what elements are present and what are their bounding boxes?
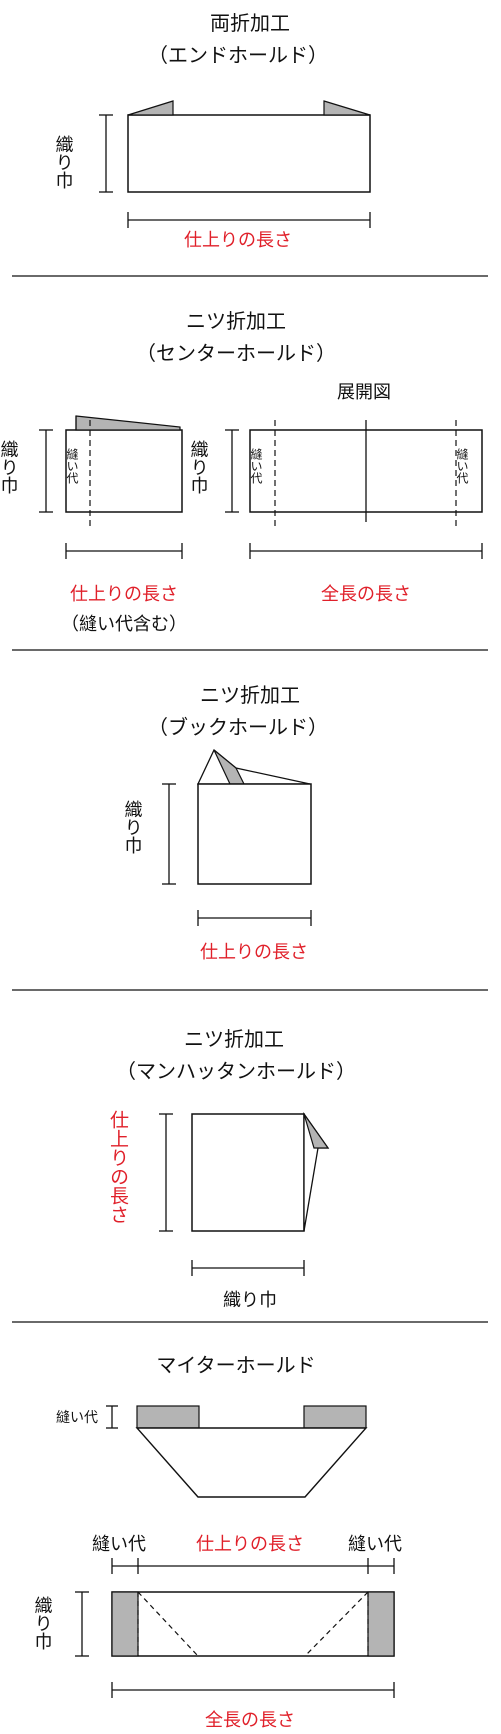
manhattan-panel bbox=[191, 1113, 305, 1232]
section-end-fold: 両折加工 （エンドホールド） 織り巾 仕上りの長さ bbox=[53, 11, 371, 251]
width-dimension bbox=[39, 429, 53, 513]
right-seam-label: 縫い代 bbox=[348, 1534, 402, 1555]
width-label: 織り巾 bbox=[122, 800, 143, 854]
miter-panel bbox=[111, 1591, 395, 1657]
total-length-dimension bbox=[249, 543, 483, 559]
seam-allowance-label: 縫い代 bbox=[65, 447, 79, 485]
length-dimension bbox=[127, 212, 371, 228]
finished-length-note: （縫い代含む） bbox=[61, 614, 187, 635]
book-panel bbox=[197, 783, 312, 885]
length-dimension bbox=[197, 910, 312, 926]
right-seam-strip bbox=[367, 1591, 395, 1657]
section-book-fold: ニツ折加工 （ブックホールド） 織り巾 仕上りの長さ bbox=[122, 683, 329, 963]
fabric-panel bbox=[127, 114, 371, 193]
left-fold-flap bbox=[127, 100, 174, 116]
finished-length-label: 仕上りの長さ bbox=[107, 1110, 129, 1224]
width-label: 織り巾 bbox=[223, 1290, 277, 1311]
right-miter-line bbox=[304, 1591, 369, 1657]
seam-allowance-label: 縫い代 bbox=[56, 1410, 98, 1426]
expanded-width-label: 織り巾 bbox=[188, 440, 209, 494]
section-subtitle: （センターホールド） bbox=[136, 341, 336, 365]
width-label: 織り巾 bbox=[0, 440, 19, 494]
finished-length-label: 仕上りの長さ bbox=[70, 584, 178, 605]
total-length-label: 全長の長さ bbox=[321, 584, 411, 605]
left-seam-strip bbox=[111, 1591, 139, 1657]
miter-trapezoid bbox=[135, 1427, 368, 1498]
section-miter-fold: マイターホールド 縫い代 縫い代 仕上りの長さ 縫い代 bbox=[32, 1353, 403, 1731]
seam-dimension bbox=[106, 1405, 118, 1429]
section-title: ニツ折加工 bbox=[184, 1027, 284, 1051]
folded-panel bbox=[65, 429, 183, 513]
left-seam-label: 縫い代 bbox=[249, 447, 263, 485]
section-title: マイターホールド bbox=[156, 1353, 315, 1377]
section-title: 両折加工 bbox=[210, 11, 290, 35]
finished-length-label: 仕上りの長さ bbox=[196, 1534, 304, 1555]
width-dimension bbox=[162, 783, 176, 885]
left-miter-line bbox=[137, 1591, 199, 1657]
back-flap bbox=[196, 748, 311, 785]
top-dimension bbox=[111, 1558, 395, 1574]
section-title: ニツ折加工 bbox=[186, 309, 286, 333]
width-label: 織り巾 bbox=[32, 1596, 53, 1650]
left-seam-label: 縫い代 bbox=[92, 1534, 146, 1555]
expanded-view-label: 展開図 bbox=[337, 382, 391, 403]
section-center-fold: ニツ折加工 （センターホールド） 展開図 縫い代 織り巾 仕上りの長さ （縫い代… bbox=[0, 309, 483, 635]
expanded-width-dimension bbox=[225, 429, 239, 513]
width-dimension bbox=[99, 114, 113, 193]
total-length-label: 全長の長さ bbox=[205, 1710, 295, 1731]
width-dimension bbox=[191, 1260, 305, 1276]
section-subtitle: （マンハッタンホールド） bbox=[116, 1059, 356, 1083]
finished-length-dimension bbox=[65, 543, 183, 559]
length-dimension bbox=[159, 1113, 173, 1232]
section-manhattan-fold: ニツ折加工 （マンハッタンホールド） 仕上りの長さ 織り巾 bbox=[107, 1027, 356, 1311]
section-title: ニツ折加工 bbox=[200, 683, 300, 707]
width-label: 織り巾 bbox=[53, 135, 74, 189]
total-length-dimension bbox=[111, 1682, 395, 1698]
right-seam-block bbox=[303, 1405, 367, 1429]
finished-length-label: 仕上りの長さ bbox=[184, 230, 292, 251]
width-dimension bbox=[75, 1591, 89, 1657]
finished-length-label: 仕上りの長さ bbox=[200, 942, 308, 963]
right-fold-flap bbox=[323, 100, 371, 116]
section-subtitle: （ブックホールド） bbox=[148, 715, 328, 739]
fold-flap bbox=[75, 415, 181, 431]
section-subtitle: （エンドホールド） bbox=[148, 43, 328, 67]
left-seam-block bbox=[136, 1405, 200, 1429]
right-seam-label: 縫い代 bbox=[455, 447, 469, 485]
side-flap-shadow bbox=[303, 1113, 330, 1149]
